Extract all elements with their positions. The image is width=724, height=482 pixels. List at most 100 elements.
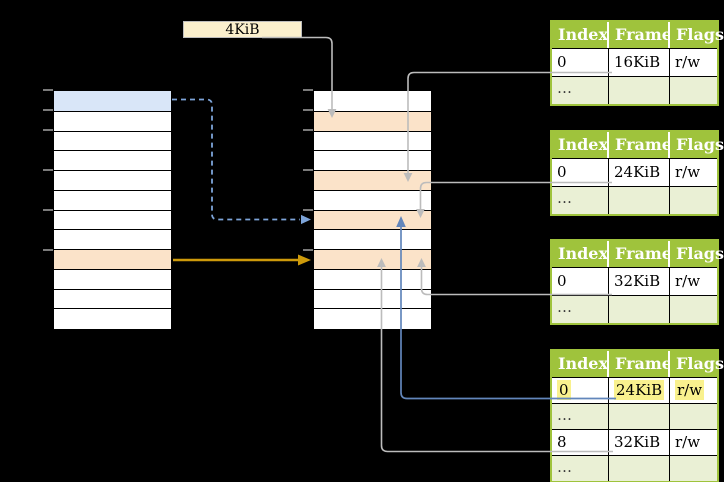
index-cell: 0 — [552, 378, 609, 403]
table-row-ellipsis: … — [552, 403, 717, 429]
frame-cell — [609, 404, 670, 429]
memory-row-orange — [54, 249, 171, 269]
flags-cell: r/w — [675, 272, 701, 290]
column-header-flags: Flags — [670, 132, 724, 158]
memory-row-orange — [314, 110, 431, 131]
index-cell: … — [552, 296, 609, 323]
page-size-label: 4KiB — [183, 21, 302, 38]
frame-cell — [609, 187, 670, 214]
flags-cell — [670, 404, 717, 429]
memory-row — [314, 91, 431, 111]
flags-cell: r/w — [675, 433, 701, 451]
table-row-ellipsis: … — [552, 76, 717, 104]
address-tick — [43, 109, 53, 111]
frame-cell — [609, 296, 670, 323]
flags-cell — [670, 296, 717, 323]
memory-row-orange — [314, 249, 431, 269]
flags-cell — [670, 187, 717, 214]
frame-cell — [609, 77, 670, 104]
page-table-3: Index Frame Flags 0 32KiB r/w … — [550, 239, 724, 325]
memory-row — [314, 288, 431, 309]
highlighted-value: r/w — [675, 380, 705, 400]
flags-cell: r/w — [675, 163, 701, 181]
column-header-index: Index — [552, 351, 609, 377]
index-cell: 0 — [552, 268, 609, 295]
column-header-flags: Flags — [670, 22, 724, 48]
address-tick — [43, 89, 53, 91]
table-row: 0 32KiB r/w — [552, 267, 717, 295]
column-header-index: Index — [552, 22, 609, 48]
memory-row-orange — [314, 209, 431, 230]
column-header-frame: Frame — [609, 351, 672, 377]
index-cell: … — [552, 187, 609, 214]
page-table-4: Index Frame Flags 0 24KiB r/w … 8 32KiB … — [550, 349, 724, 482]
arrow-virtual-to-physical-dashed — [172, 98, 300, 221]
address-tick — [43, 129, 53, 131]
virtual-memory-column — [53, 90, 172, 330]
page-table-1: Index Frame Flags 0 16KiB r/w … — [550, 20, 724, 106]
frame-cell: 32KiB — [609, 268, 670, 295]
page-table-2: Index Frame Flags 0 24KiB r/w … — [550, 130, 724, 216]
memory-row — [54, 308, 171, 328]
flags-cell: r/w — [670, 378, 717, 403]
index-cell: 8 — [552, 430, 609, 455]
address-tick — [303, 249, 313, 251]
highlighted-value: 0 — [557, 380, 571, 400]
memory-row — [314, 189, 431, 210]
table-row-ellipsis: … — [552, 186, 717, 214]
memory-row — [54, 229, 171, 249]
table-row-highlighted: 0 24KiB r/w — [552, 377, 717, 403]
arrowhead-right-icon — [301, 214, 311, 225]
index-cell: 0 — [552, 159, 609, 186]
table-row: 0 24KiB r/w — [552, 158, 717, 186]
memory-row — [54, 130, 171, 151]
highlighted-value: 24KiB — [614, 380, 665, 400]
column-header-index: Index — [552, 241, 609, 267]
column-header-frame: Frame — [609, 132, 672, 158]
address-tick — [43, 169, 53, 171]
index-cell: … — [552, 77, 609, 104]
memory-row — [314, 308, 431, 328]
column-header-frame: Frame — [609, 241, 672, 267]
page-table-header: Index Frame Flags — [552, 351, 724, 377]
flags-cell — [670, 456, 717, 481]
physical-memory-column — [313, 90, 432, 330]
table-row-ellipsis: … — [552, 295, 717, 323]
address-tick — [303, 209, 313, 211]
arrowhead-right-icon — [298, 254, 311, 266]
address-tick — [43, 209, 53, 211]
memory-row — [54, 110, 171, 131]
frame-cell: 24KiB — [609, 159, 670, 186]
memory-row — [54, 150, 171, 170]
memory-row — [54, 170, 171, 190]
frame-cell: 32KiB — [609, 430, 670, 455]
table-row: 8 32KiB r/w — [552, 429, 717, 455]
column-header-frame: Frame — [609, 22, 672, 48]
address-tick — [303, 109, 313, 111]
memory-row-blue — [54, 91, 171, 111]
flags-cell: r/w — [675, 53, 701, 71]
page-table-header: Index Frame Flags — [552, 132, 724, 158]
flags-cell — [670, 77, 717, 104]
column-header-flags: Flags — [670, 351, 724, 377]
table-row-ellipsis: … — [552, 455, 717, 481]
address-tick — [43, 249, 53, 251]
memory-row — [54, 268, 171, 289]
page-table-header: Index Frame Flags — [552, 22, 724, 48]
frame-cell: 16KiB — [609, 49, 670, 76]
page-table-header: Index Frame Flags — [552, 241, 724, 267]
address-tick — [303, 129, 313, 131]
frame-cell: 24KiB — [609, 378, 670, 403]
memory-row — [54, 209, 171, 230]
frame-cell — [609, 456, 670, 481]
memory-row — [314, 229, 431, 249]
memory-row — [314, 130, 431, 151]
column-header-index: Index — [552, 132, 609, 158]
memory-row — [314, 150, 431, 170]
table-row: 0 16KiB r/w — [552, 48, 717, 76]
address-tick — [303, 169, 313, 171]
column-header-flags: Flags — [670, 241, 724, 267]
memory-row — [54, 189, 171, 210]
address-tick — [303, 89, 313, 91]
